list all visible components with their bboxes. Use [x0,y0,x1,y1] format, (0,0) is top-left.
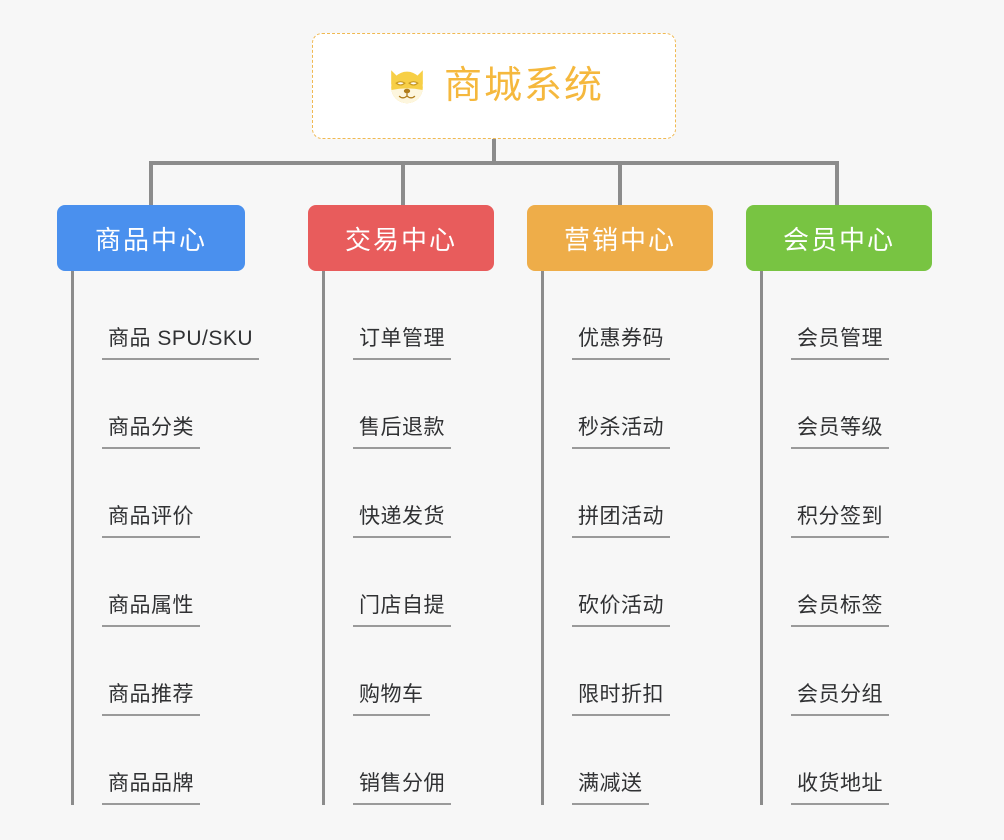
leaf-item-label: 商品分类 [102,415,200,449]
leaf-item[interactable]: 满减送 [544,716,713,805]
leaf-item[interactable]: 会员等级 [763,360,932,449]
category-header-会员中心[interactable]: 会员中心 [746,205,932,271]
category-header-交易中心[interactable]: 交易中心 [308,205,494,271]
leaf-item-label: 秒杀活动 [572,415,670,449]
dog-face-icon [391,70,423,104]
leaf-item[interactable]: 优惠券码 [544,271,713,360]
leaf-item[interactable]: 快递发货 [325,449,494,538]
leaf-item-label: 购物车 [353,682,430,716]
category-column-商品中心: 商品中心 商品 SPU/SKU 商品分类 商品评价 商品属性 商品推荐 商品品牌 [57,205,260,805]
category-children-交易中心: 订单管理 售后退款 快递发货 门店自提 购物车 销售分佣 [322,271,494,805]
leaf-item[interactable]: 商品品牌 [74,716,245,805]
root-node[interactable]: 商城系统 [312,33,676,139]
leaf-item-label: 售后退款 [353,415,451,449]
leaf-item[interactable]: 会员分组 [763,627,932,716]
leaf-item-label: 销售分佣 [353,771,451,805]
leaf-item[interactable]: 秒杀活动 [544,360,713,449]
leaf-item[interactable]: 购物车 [325,627,494,716]
leaf-item[interactable]: 门店自提 [325,538,494,627]
leaf-item-label: 会员等级 [791,415,889,449]
category-header-label: 营销中心 [563,224,676,255]
leaf-item-label: 拼团活动 [572,504,670,538]
leaf-item[interactable]: 商品推荐 [74,627,245,716]
leaf-item[interactable]: 积分签到 [763,449,932,538]
leaf-item[interactable]: 会员管理 [763,271,932,360]
leaf-item-label: 限时折扣 [572,682,670,716]
leaf-item-label: 积分签到 [791,504,889,538]
leaf-item[interactable]: 商品 SPU/SKU [74,271,260,360]
category-header-label: 交易中心 [344,224,457,255]
leaf-item[interactable]: 砍价活动 [544,538,713,627]
leaf-item[interactable]: 商品评价 [74,449,245,538]
leaf-item[interactable]: 收货地址 [763,716,932,805]
category-column-交易中心: 交易中心 订单管理 售后退款 快递发货 门店自提 购物车 销售分佣 [308,205,494,805]
leaf-item[interactable]: 售后退款 [325,360,494,449]
leaf-item-label: 商品 SPU/SKU [102,326,260,360]
leaf-item-label: 快递发货 [353,504,451,538]
leaf-item-label: 商品评价 [102,504,200,538]
leaf-item[interactable]: 销售分佣 [325,716,494,805]
category-header-label: 会员中心 [782,224,895,255]
leaf-item-label: 订单管理 [353,326,451,360]
category-children-会员中心: 会员管理 会员等级 积分签到 会员标签 会员分组 收货地址 [760,271,932,805]
root-title: 商城系统 [443,65,604,107]
category-column-营销中心: 营销中心 优惠券码 秒杀活动 拼团活动 砍价活动 限时折扣 满减送 [527,205,713,805]
category-children-营销中心: 优惠券码 秒杀活动 拼团活动 砍价活动 限时折扣 满减送 [541,271,713,805]
category-children-商品中心: 商品 SPU/SKU 商品分类 商品评价 商品属性 商品推荐 商品品牌 [71,271,260,805]
leaf-item-label: 收货地址 [791,771,889,805]
leaf-item[interactable]: 限时折扣 [544,627,713,716]
leaf-item-label: 商品属性 [102,593,200,627]
leaf-item-label: 砍价活动 [572,593,670,627]
leaf-item[interactable]: 商品属性 [74,538,245,627]
leaf-item-label: 满减送 [572,771,649,805]
category-column-会员中心: 会员中心 会员管理 会员等级 积分签到 会员标签 会员分组 收货地址 [746,205,932,805]
leaf-item-label: 优惠券码 [572,326,670,360]
leaf-item-label: 门店自提 [353,593,451,627]
leaf-item-label: 会员管理 [791,326,889,360]
category-header-商品中心[interactable]: 商品中心 [57,205,245,271]
category-header-营销中心[interactable]: 营销中心 [527,205,713,271]
leaf-item[interactable]: 会员标签 [763,538,932,627]
leaf-item-label: 会员分组 [791,682,889,716]
leaf-item[interactable]: 拼团活动 [544,449,713,538]
leaf-item[interactable]: 订单管理 [325,271,494,360]
leaf-item-label: 会员标签 [791,593,889,627]
category-header-label: 商品中心 [94,224,207,255]
leaf-item[interactable]: 商品分类 [74,360,245,449]
leaf-item-label: 商品品牌 [102,771,200,805]
leaf-item-label: 商品推荐 [102,682,200,716]
